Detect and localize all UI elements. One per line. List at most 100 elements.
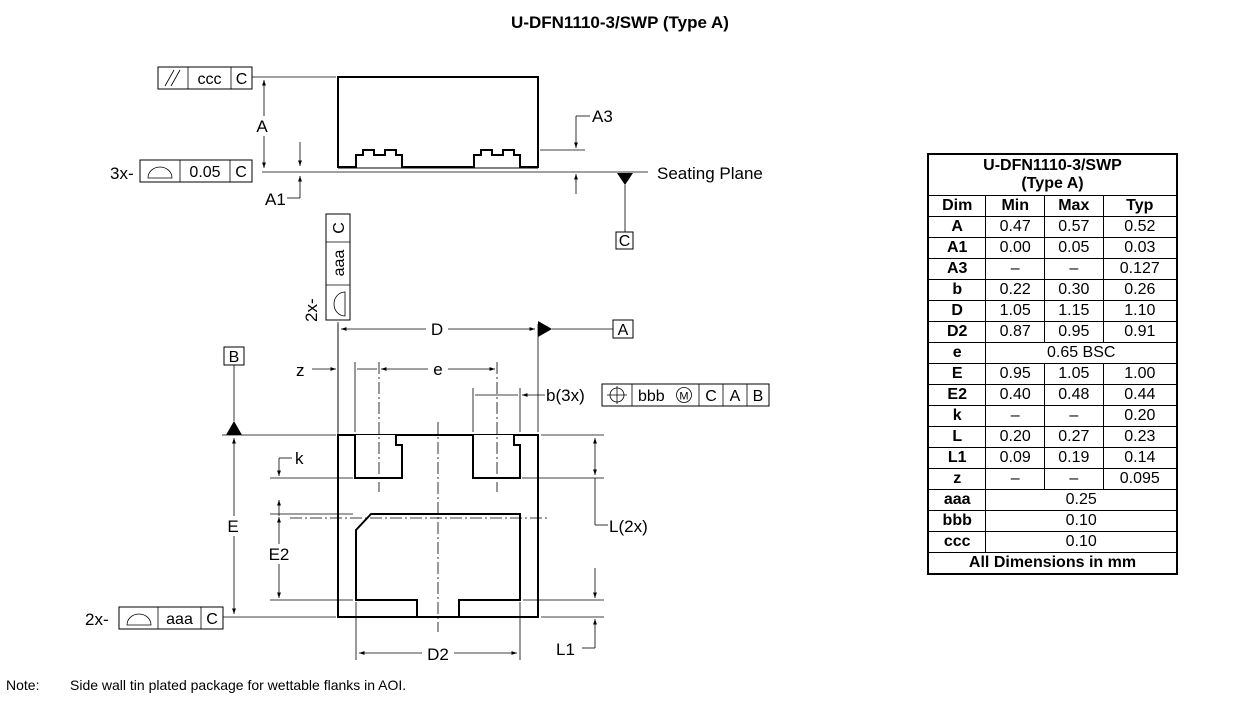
dim-d2-label: D2 — [427, 645, 449, 664]
datum-a: A — [618, 322, 629, 339]
fcf-surface-profile-3x: 3x- 0.05 C — [110, 159, 253, 183]
svg-text:M: M — [679, 391, 688, 403]
table-cell-dim: b — [927, 279, 987, 301]
svg-text:aaa: aaa — [331, 250, 348, 277]
table-header-row: Dim Min Max Typ — [927, 195, 1178, 217]
table-cell-value: 0.00 — [985, 237, 1045, 259]
table-cell-value: 0.95 — [985, 363, 1045, 385]
svg-text:C: C — [705, 388, 717, 405]
seating-plane-label: Seating Plane — [657, 164, 763, 183]
dim-l1-label: L1 — [556, 640, 575, 659]
dim-e-height-label: E — [227, 517, 238, 536]
table-cell-value: – — [1044, 405, 1104, 427]
table-cell-value: 0.95 — [1044, 321, 1104, 343]
table-cell-value: 0.44 — [1102, 384, 1178, 406]
table-cell-dim: E — [927, 363, 987, 385]
svg-text:2x-: 2x- — [85, 610, 109, 629]
table-cell-value: 1.05 — [1044, 363, 1104, 385]
table-cell-value: 0.48 — [1044, 384, 1104, 406]
table-cell-dim: A — [927, 216, 987, 238]
table-cell-dim: k — [927, 405, 987, 427]
table-cell-dim: L — [927, 426, 987, 448]
table-cell-dim: aaa — [927, 489, 987, 511]
table-cell-dim: D2 — [927, 321, 987, 343]
table-cell-value: 0.47 — [985, 216, 1045, 238]
dim-a3-label: A3 — [592, 107, 613, 126]
table-cell-value: 0.10 — [985, 531, 1178, 553]
dim-k-label: k — [295, 449, 304, 468]
table-cell-value: 1.00 — [1102, 363, 1178, 385]
note-text: Side wall tin plated package for wettabl… — [70, 677, 407, 693]
table-row: A3––0.127 — [927, 258, 1178, 280]
svg-text:3x-: 3x- — [110, 164, 134, 183]
table-title: U-DFN1110-3/SWP(Type A) — [927, 153, 1178, 196]
table-cell-value: 0.91 — [1102, 321, 1178, 343]
table-cell-value: 0.27 — [1044, 426, 1104, 448]
dim-a-label: A — [256, 117, 268, 136]
dim-z-label: z — [296, 361, 305, 380]
table-cell-value: 0.09 — [985, 447, 1045, 469]
svg-text:bbb: bbb — [638, 388, 665, 405]
table-cell-value: 0.20 — [985, 426, 1045, 448]
dim-a1-label: A1 — [265, 190, 286, 209]
note: Note: Side wall tin plated package for we… — [6, 677, 406, 693]
table-cell-value: 0.25 — [985, 489, 1178, 511]
table-cell-dim: E2 — [927, 384, 987, 406]
svg-text:0.05: 0.05 — [189, 164, 220, 181]
table-cell-dim: ccc — [927, 531, 987, 553]
datum-b: B — [229, 349, 240, 366]
table-cell-dim: z — [927, 468, 987, 490]
table-cell-value: 0.52 — [1102, 216, 1178, 238]
table-cell-dim: L1 — [927, 447, 987, 469]
drawing-title: U-DFN1110-3/SWP (Type A) — [511, 13, 729, 32]
note-label: Note: — [6, 677, 40, 693]
table-cell-value: 0.65 BSC — [985, 342, 1178, 364]
svg-text:B: B — [753, 388, 764, 405]
dim-d-label: D — [431, 320, 443, 339]
table-cell-value: 0.14 — [1102, 447, 1178, 469]
dim-b-label: b(3x) — [546, 386, 585, 405]
svg-text:ccc: ccc — [198, 71, 222, 88]
table-cell-value: 0.127 — [1102, 258, 1178, 280]
fcf-position-bbb: bbb M C A B — [601, 383, 770, 407]
fcf-ccc-parallelism: ccc C — [157, 66, 253, 90]
table-cell-dim: e — [927, 342, 987, 364]
table-cell-value: 0.095 — [1102, 468, 1178, 490]
svg-text:C: C — [235, 164, 247, 181]
table-cell-value: 0.05 — [1044, 237, 1104, 259]
table-cell-value: 0.22 — [985, 279, 1045, 301]
table-cell-value: 0.10 — [985, 510, 1178, 532]
svg-text:C: C — [206, 611, 218, 628]
table-cell-dim: A3 — [927, 258, 987, 280]
table-cell-value: – — [1044, 468, 1104, 490]
dim-e-label: e — [433, 360, 442, 379]
table-cell-value: 0.19 — [1044, 447, 1104, 469]
svg-text:aaa: aaa — [166, 611, 193, 628]
table-cell-value: – — [985, 468, 1045, 490]
table-cell-value: 1.10 — [1102, 300, 1178, 322]
table-cell-dim: D — [927, 300, 987, 322]
svg-text:A: A — [730, 388, 741, 405]
table-cell-dim: bbb — [927, 510, 987, 532]
bottom-view: D A z e b(3x) bbb M — [85, 213, 770, 664]
svg-text:C: C — [331, 222, 348, 234]
fcf-profile-aaa-bottom: 2x- aaa C — [85, 606, 224, 630]
table-cell-value: 0.87 — [985, 321, 1045, 343]
side-view: Seating Plane C A A1 A3 ccc C — [110, 66, 763, 250]
fcf-profile-aaa-vertical: C aaa 2x- — [302, 213, 351, 434]
table-cell-value: 0.40 — [985, 384, 1045, 406]
dim-l-label: L(2x) — [609, 517, 648, 536]
table-cell-value: – — [985, 258, 1045, 280]
svg-text:2x-: 2x- — [302, 298, 321, 322]
table-cell-value: 0.30 — [1044, 279, 1104, 301]
svg-text:C: C — [236, 71, 248, 88]
